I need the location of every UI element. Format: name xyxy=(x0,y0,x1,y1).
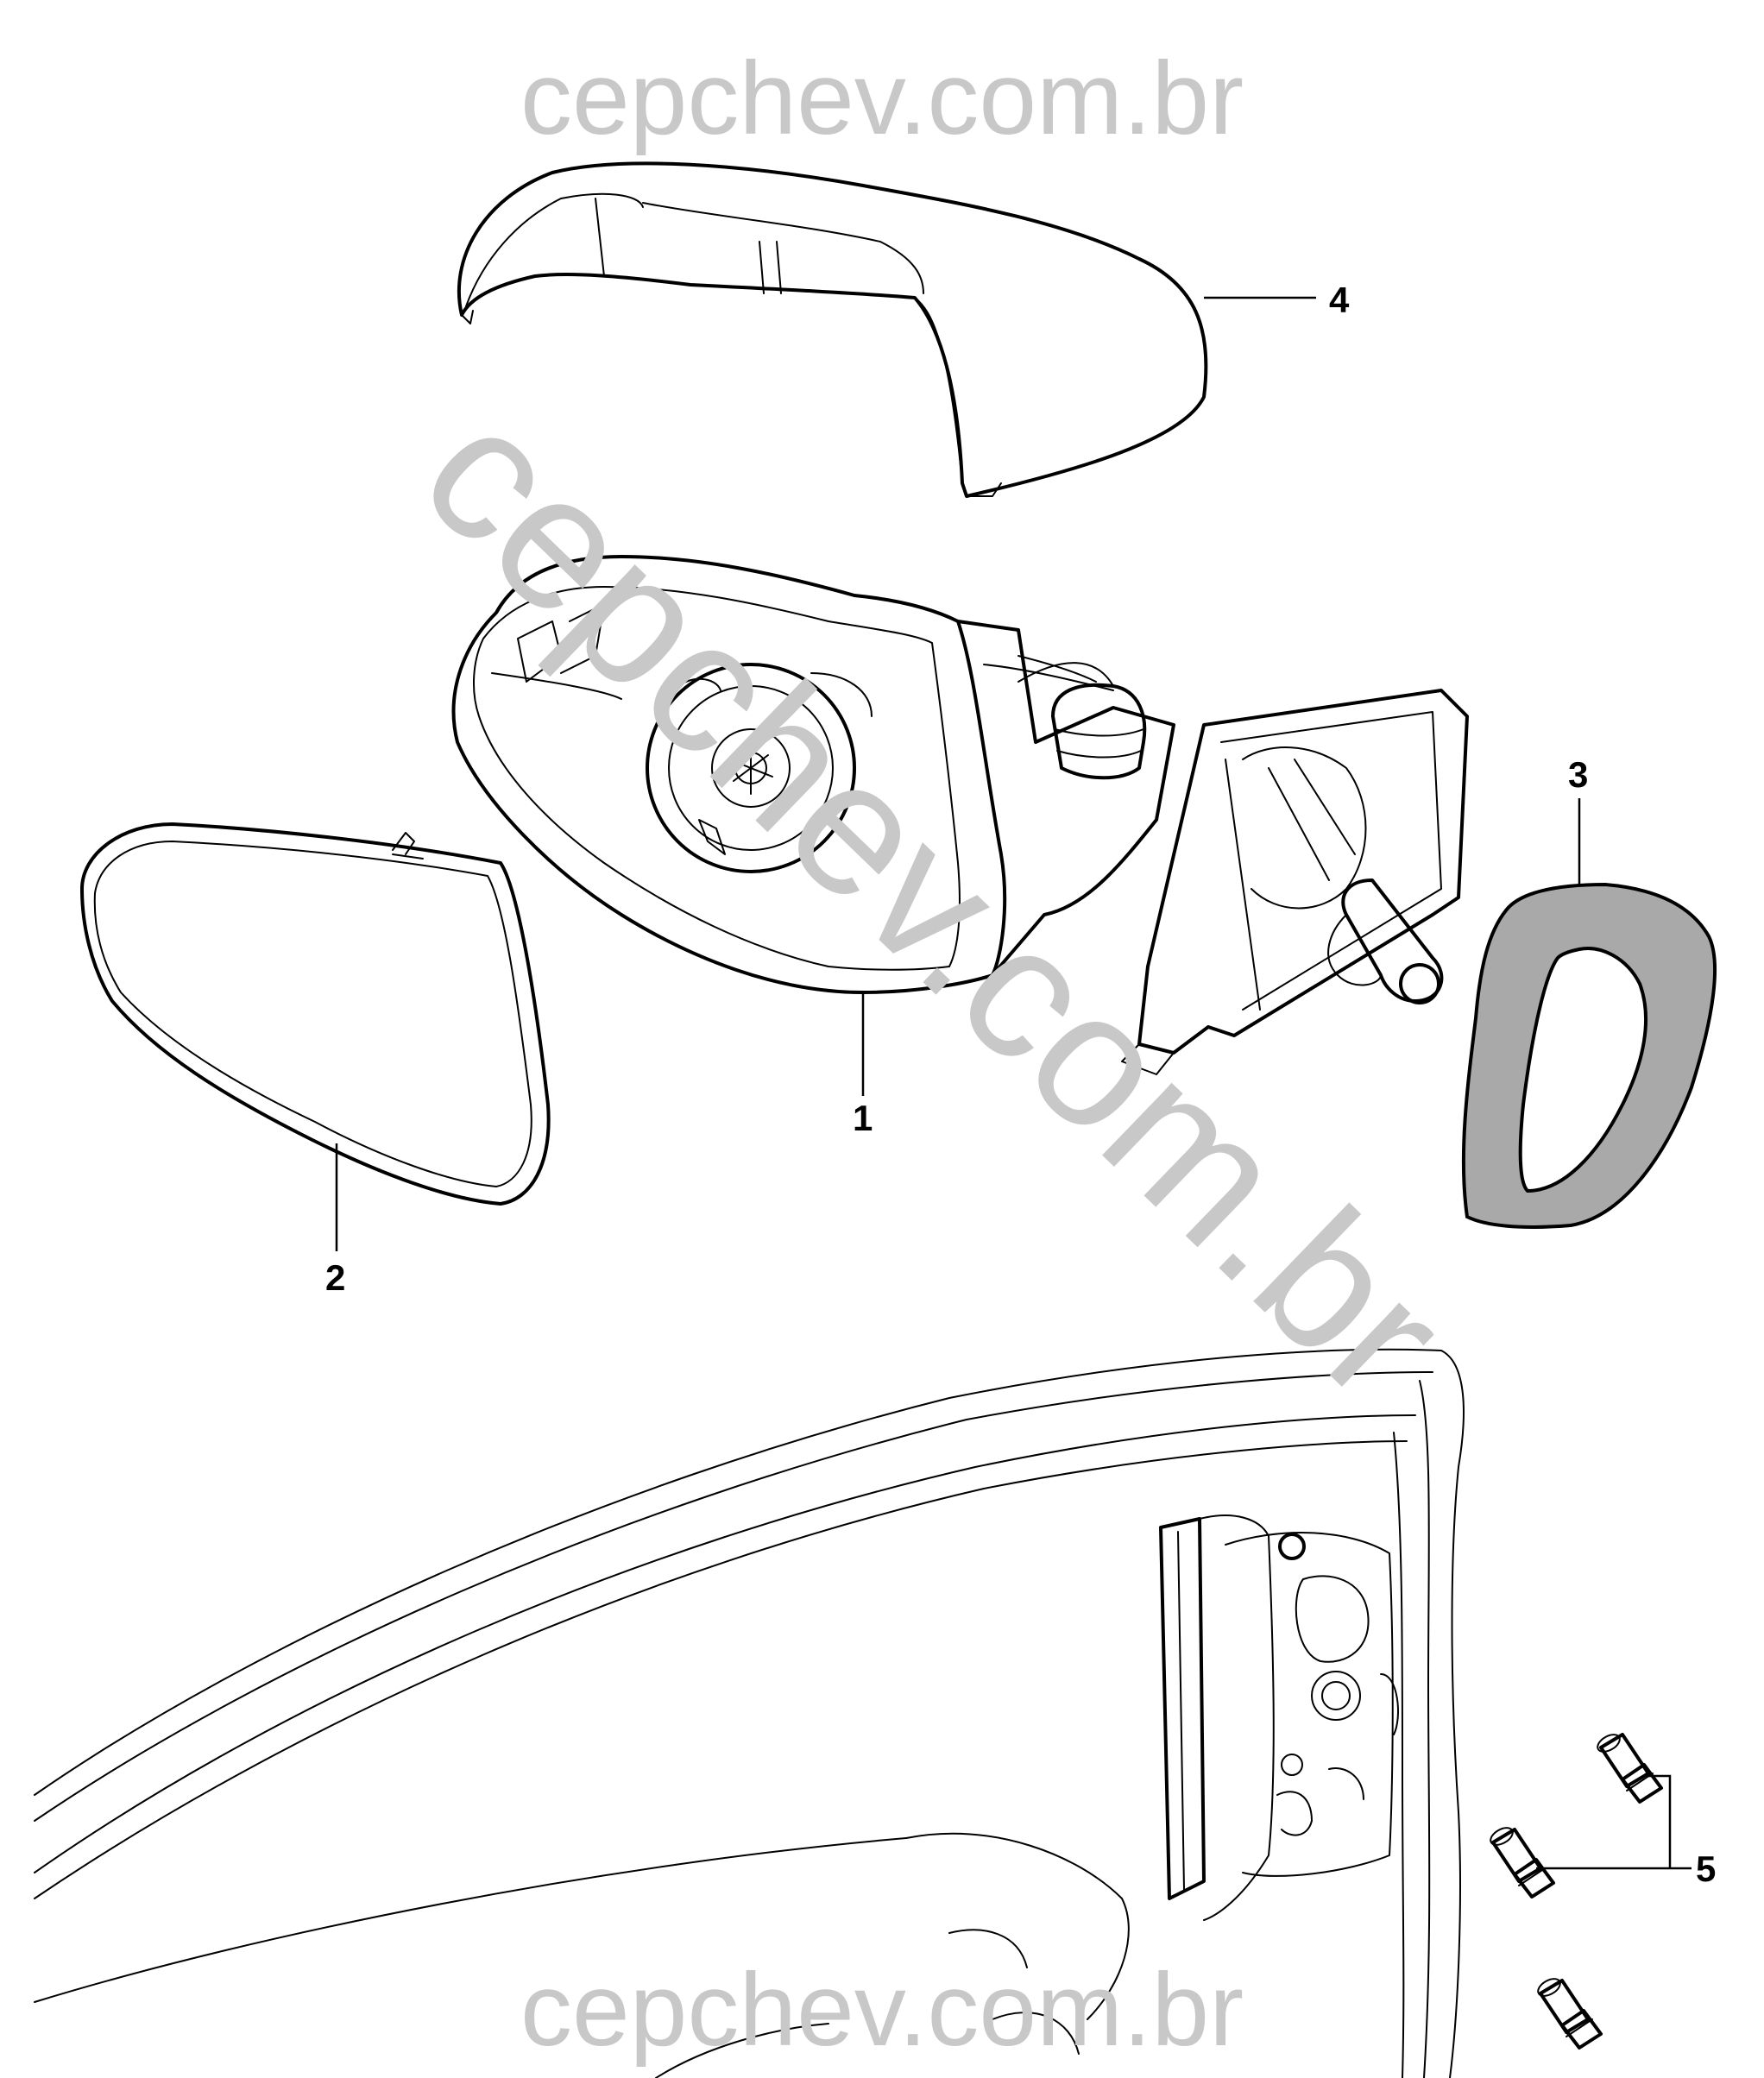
door-frame xyxy=(34,1348,1465,2078)
callout-mirror-housing: 1 xyxy=(853,1098,873,1138)
callout-gasket: 3 xyxy=(1568,754,1588,795)
callout-mirror-glass: 2 xyxy=(325,1257,345,1298)
bolt-lower xyxy=(1537,1978,1603,2050)
bolt-upper xyxy=(1597,1733,1663,1804)
callout-bolts: 5 xyxy=(1696,1848,1716,1889)
watermark-bottom: cepchev.com.br xyxy=(520,1952,1244,2068)
mirror-glass xyxy=(80,822,551,1206)
watermark-top: cepchev.com.br xyxy=(520,41,1244,156)
bolt-middle xyxy=(1490,1827,1555,1899)
leader-lines xyxy=(335,296,1692,1870)
mirror-housing xyxy=(451,555,1469,1075)
leader-bolts xyxy=(1536,1774,1692,1870)
gasket xyxy=(1461,882,1717,1229)
callout-mirror-cover: 4 xyxy=(1329,280,1350,320)
mirror-cover xyxy=(457,161,1208,498)
watermark-diagonal: cepchev.com.br xyxy=(384,365,1485,1439)
